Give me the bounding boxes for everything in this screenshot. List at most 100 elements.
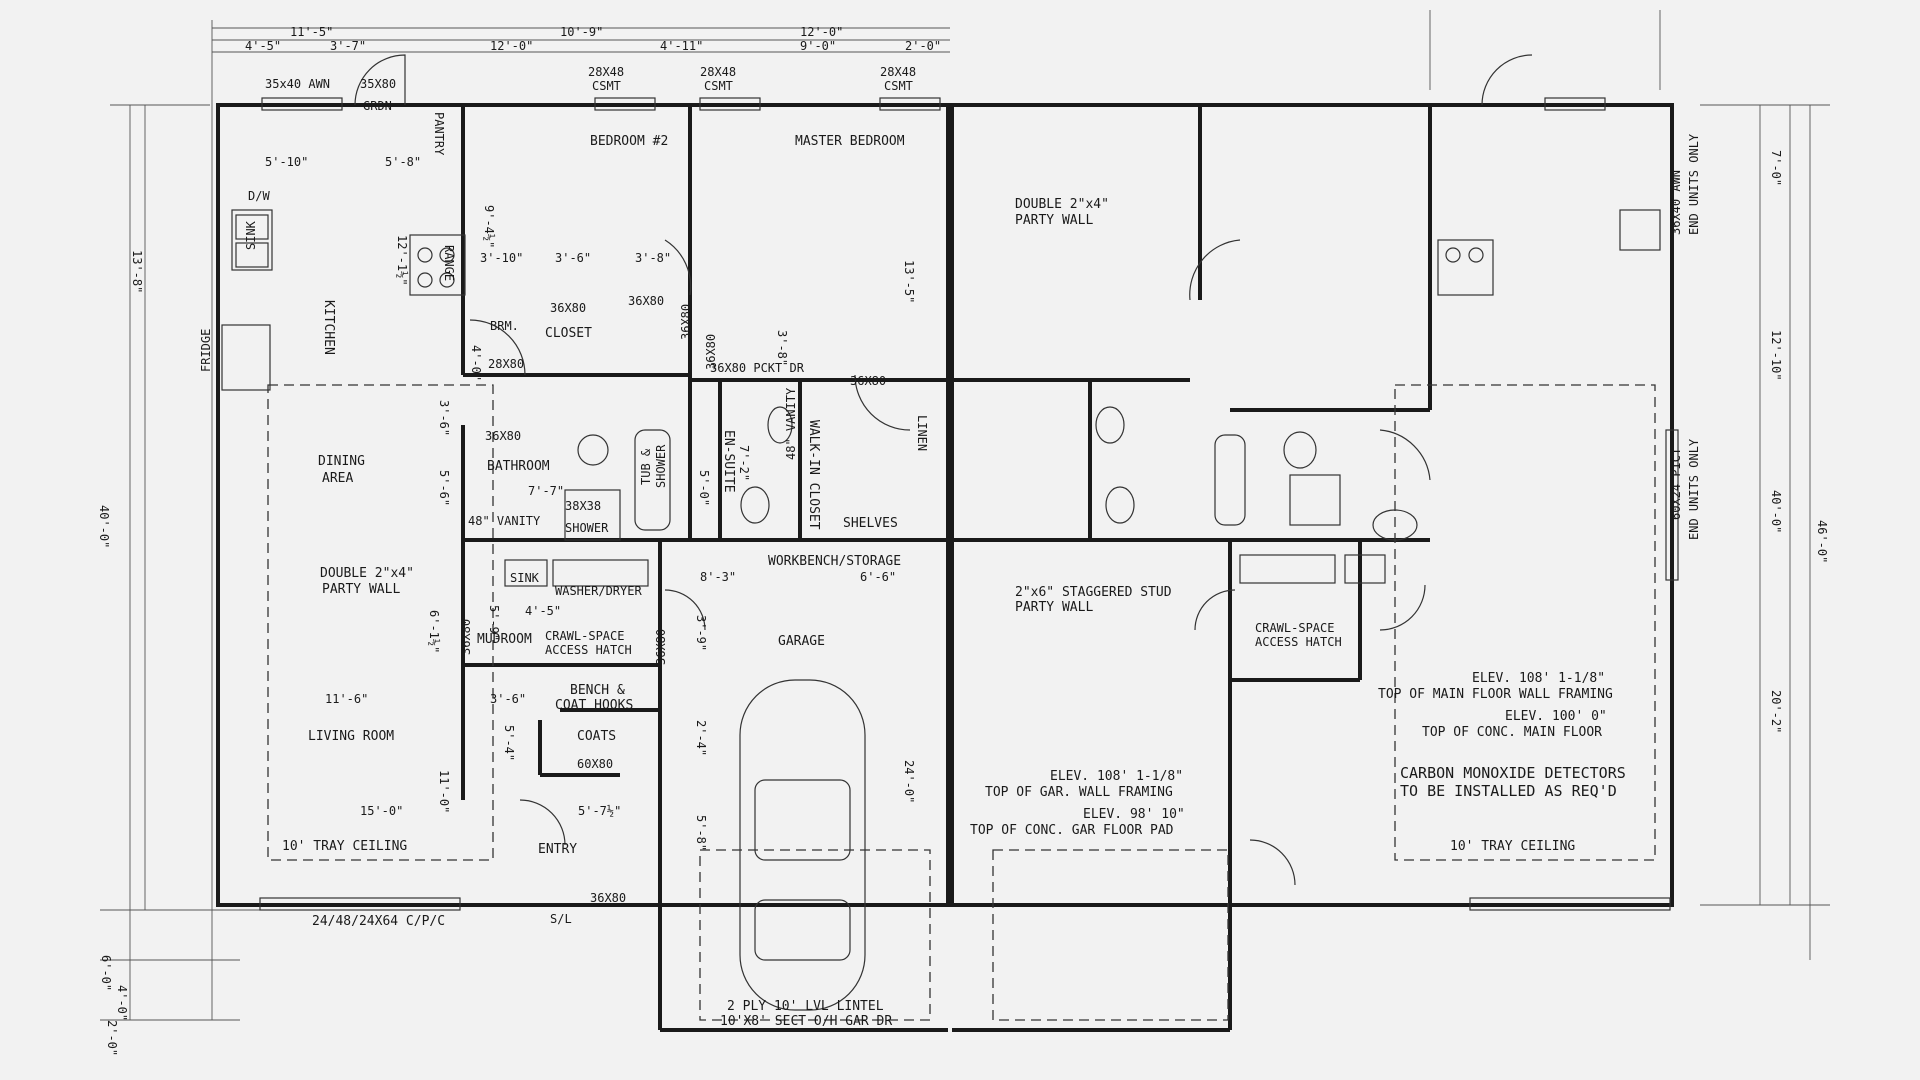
note-elev-pad-1: ELEV. 98' 10" — [1083, 807, 1185, 822]
door-coats: 60X80 — [577, 757, 613, 771]
dim-e4: 3'-6" — [490, 692, 526, 706]
note-staggered-stud-2: PARTY WALL — [1015, 600, 1093, 615]
room-dining: DINING — [318, 454, 365, 469]
note-elev-conc-1: ELEV. 100' 0" — [1505, 709, 1607, 724]
garage-door-dashed-left — [699, 849, 931, 1021]
door-pocket: 36X80 PCKT DR — [710, 361, 805, 375]
garage-door-dashed — [992, 849, 1229, 1021]
window-csmt-2-size: 28X48 — [700, 65, 736, 79]
dim-k2: 5'-8" — [385, 155, 421, 169]
note-staggered-stud-1: 2"x6" STAGGERED STUD — [1015, 585, 1172, 600]
dim-g4: 2'-4" — [694, 720, 708, 756]
dim-left-2: 40'-0" — [97, 505, 111, 548]
room-garage: GARAGE — [778, 634, 825, 649]
note-elev-gar-1: ELEV. 108' 1-1/8" — [1050, 769, 1183, 784]
door-entry: 36X80 — [590, 891, 626, 905]
note-elev-main-2: TOP OF MAIN FLOOR WALL FRAMING — [1378, 687, 1613, 702]
dim-m1: 13'-5" — [902, 260, 916, 303]
dim-m3: 3'-6" — [437, 400, 451, 436]
room-pantry: PANTRY — [432, 112, 446, 156]
room-en-suite: EN-SUITE — [721, 430, 736, 493]
note-party-wall-left-2: PARTY WALL — [322, 582, 400, 597]
note-party-wall-top-2: PARTY WALL — [1015, 213, 1093, 228]
door-master: 36X80 — [679, 304, 693, 340]
window-awn: 35x40 AWN — [265, 77, 330, 91]
room-shelves: SHELVES — [843, 516, 898, 531]
note-party-wall-left-1: DOUBLE 2"x4" — [320, 566, 414, 581]
dim-right-3: 40'-0" — [1769, 490, 1783, 533]
appliance-sink: SINK — [244, 220, 258, 250]
dim-top-7: 12'-0" — [800, 25, 843, 39]
note-elev-pad-2: TOP OF CONC. GAR FLOOR PAD — [970, 823, 1174, 838]
walls-right-unit — [950, 103, 1674, 1032]
dim-top-6: 4'-11" — [660, 39, 703, 53]
dim-top-5: 12'-0" — [490, 39, 533, 53]
dim-top-9: 2'-0" — [905, 39, 941, 53]
dim-e1: 6'-1½" — [427, 610, 441, 653]
door-mudroom: 36X80 — [459, 619, 473, 655]
dim-top-2: 4'-5" — [245, 39, 281, 53]
note-co-detectors-1: CARBON MONOXIDE DETECTORS — [1400, 764, 1626, 782]
dim-left-4: 4'-0" — [115, 985, 129, 1021]
tray-ceiling-right-label: 10' TRAY CEILING — [1450, 839, 1575, 854]
appliance-fridge: FRIDGE — [199, 329, 213, 372]
dim-e7: 11'-0" — [437, 770, 451, 813]
dim-e9: 5'-7½" — [578, 804, 621, 818]
crawl-space-left: CRAWL-SPACE — [545, 629, 624, 643]
window-csmt-3: CSMT — [884, 79, 913, 93]
dim-e3: 4'-5" — [525, 604, 561, 618]
room-coats: COATS — [577, 729, 616, 744]
tray-ceiling-left-label: 10' TRAY CEILING — [282, 839, 407, 854]
walls-left-unit — [216, 103, 950, 1032]
dim-left-3: 6'-0" — [99, 955, 113, 991]
dim-top-8: 9'-0" — [800, 39, 836, 53]
room-kitchen: KITCHEN — [321, 300, 336, 355]
dim-k3: 9'-4½" — [482, 205, 496, 248]
room-linen: LINEN — [915, 415, 929, 451]
dim-g3: 24'-0" — [902, 760, 916, 803]
door-ensuite-side: 36X80 — [704, 334, 718, 370]
note-co-detectors-2: TO BE INSTALLED AS REQ'D — [1400, 782, 1617, 800]
dim-k1: 5'-10" — [265, 155, 308, 169]
dim-b2: 3'-6" — [555, 251, 591, 265]
dim-es2: 7'-2" — [737, 445, 751, 481]
room-bench: BENCH & — [570, 683, 625, 698]
note-pict-2: END UNITS ONLY — [1687, 438, 1701, 540]
dim-e8: 15'-0" — [360, 804, 403, 818]
room-dining-area: AREA — [322, 471, 353, 486]
door-walkin: 36X80 — [850, 374, 886, 388]
appliance-range: RANGE — [442, 245, 456, 281]
dim-es1: 5'-0" — [697, 470, 711, 506]
dim-e6: 5'-4" — [502, 725, 516, 761]
dim-b1: 3'-10" — [480, 251, 523, 265]
door-bathroom: 36X80 — [485, 429, 521, 443]
note-lintel: 2 PLY 10' LVL LINTEL — [727, 999, 884, 1014]
dim-top-3: 3'-7" — [330, 39, 366, 53]
fixture-vanity-ensuite: 48" VANITY — [784, 387, 798, 460]
dim-g1: 8'-3" — [700, 570, 736, 584]
room-walk-in-closet: WALK-IN CLOSET — [806, 420, 821, 530]
window-csmt-1: CSMT — [592, 79, 621, 93]
note-front-window: 24/48/24X64 C/P/C — [312, 914, 445, 929]
dim-e5: 11'-6" — [325, 692, 368, 706]
dim-m5: 7'-7" — [528, 484, 564, 498]
labels: 11'-5" 4'-5" 3'-7" 10'-9" 12'-0" 4'-11" … — [97, 25, 1829, 1056]
crawl-hatch-left: ACCESS HATCH — [545, 643, 632, 657]
room-coat-hooks: COAT HOOKS — [555, 698, 633, 713]
sidelight: S/L — [550, 912, 572, 926]
note-elev-gar-2: TOP OF GAR. WALL FRAMING — [985, 785, 1173, 800]
room-bathroom: BATHROOM — [487, 459, 550, 474]
room-broom: BRM. — [490, 319, 519, 333]
dim-left-5: 2'-0" — [105, 1020, 119, 1056]
room-master-bedroom: MASTER BEDROOM — [795, 134, 905, 149]
dim-b3: 3'-8" — [635, 251, 671, 265]
fixture-tub: TUB & — [639, 448, 653, 485]
dim-e2: 5'-9" — [487, 605, 501, 641]
fixture-washer-dryer: WASHER/DRYER — [555, 584, 642, 598]
window-csmt-2: CSMT — [704, 79, 733, 93]
fixture-shower: SHOWER — [565, 521, 609, 535]
door-closet: 36X80 — [550, 301, 586, 315]
door-swings — [354, 54, 1533, 886]
crawl-space-right: CRAWL-SPACE — [1255, 621, 1334, 635]
room-bedroom-2: BEDROOM #2 — [590, 134, 668, 149]
